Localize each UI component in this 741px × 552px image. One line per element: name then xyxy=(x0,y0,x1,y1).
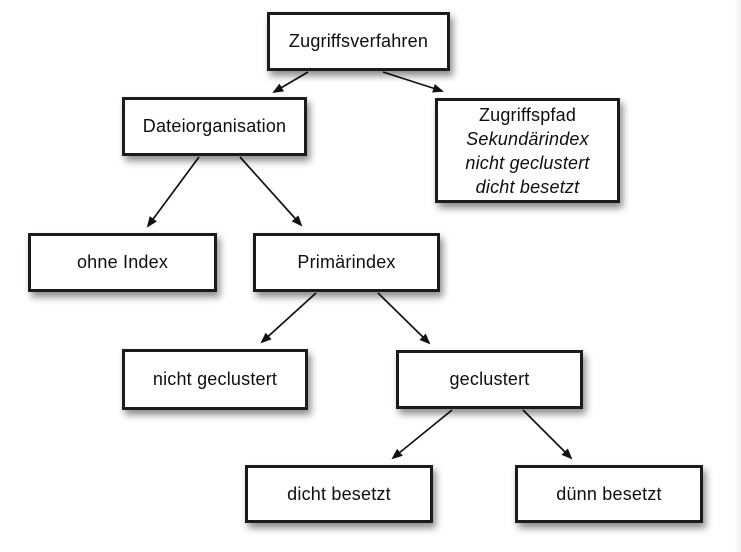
edge-geclustert-duennbesetzt xyxy=(522,409,573,460)
node-label: ohne Index xyxy=(76,252,169,272)
edge-root-dateiorganisation xyxy=(272,71,309,94)
node-label: geclustert xyxy=(449,369,530,389)
node-label: Dateiorganisation xyxy=(142,116,287,136)
node-label: Primärindex xyxy=(297,252,396,272)
edge-primaerindex-nichtgeclustert xyxy=(260,292,317,344)
node-label-title: Zugriffspfad xyxy=(478,104,577,125)
node-duenn-besetzt: dünn besetzt xyxy=(515,465,703,523)
edge-root-zugriffspfad xyxy=(382,71,444,93)
node-label: nicht geclustert xyxy=(152,369,278,389)
node-label: dicht besetzt xyxy=(287,483,391,504)
node-dateiorganisation: Dateiorganisation xyxy=(122,97,307,156)
node-ohne-index: ohne Index xyxy=(28,233,217,292)
right-edge-shading xyxy=(734,0,741,552)
node-primaerindex: Primärindex xyxy=(253,233,440,292)
node-geclustert: geclustert xyxy=(396,350,583,409)
node-label-sub1: Sekundärindex xyxy=(466,128,589,149)
node-dicht-besetzt: dicht besetzt xyxy=(245,465,433,523)
edge-dateiorganisation-ohneindex xyxy=(146,156,200,228)
node-label-sub3: dicht besetzt xyxy=(475,176,580,197)
edge-dateiorganisation-primaerindex xyxy=(239,156,303,227)
edge-primaerindex-geclustert xyxy=(377,292,431,345)
node-nicht-geclustert: nicht geclustert xyxy=(122,349,308,410)
node-zugriffsverfahren: Zugriffsverfahren xyxy=(267,12,450,71)
node-zugriffspfad: Zugriffspfad Sekundärindex nicht geclust… xyxy=(435,98,620,203)
node-label: dünn besetzt xyxy=(556,483,662,504)
node-label-sub2: nicht geclustert xyxy=(465,152,590,173)
edge-geclustert-dichtbesetzt xyxy=(391,409,453,460)
node-label: Zugriffsverfahren xyxy=(288,31,429,51)
